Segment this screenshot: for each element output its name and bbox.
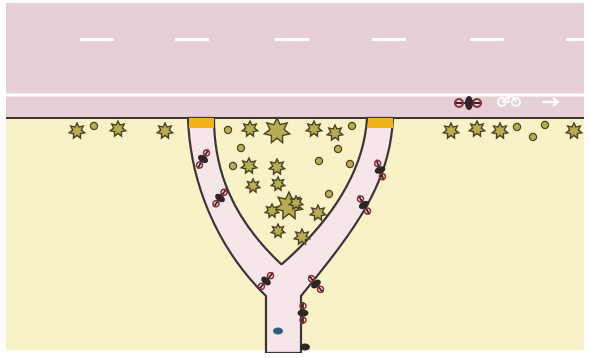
lane-dash <box>175 38 209 41</box>
small-shrub-icon <box>529 133 536 140</box>
road-cyclist <box>454 96 482 110</box>
lane-dash <box>470 38 504 41</box>
curb-marker-left <box>189 118 214 128</box>
lane-dash <box>566 38 590 41</box>
small-shrub-icon <box>229 162 236 169</box>
small-shrub-icon <box>513 123 520 130</box>
small-shrub-icon <box>346 160 353 167</box>
small-shrub-icon <box>348 122 355 129</box>
lane-dash <box>275 38 309 41</box>
lane-dash <box>372 38 406 41</box>
small-shrub-icon <box>325 190 332 197</box>
small-shrub-icon <box>541 121 548 128</box>
small-shrub-icon <box>315 157 322 164</box>
small-shrub-icon <box>224 126 231 133</box>
cyclist-icon <box>300 344 310 351</box>
curb-marker-right <box>368 118 393 128</box>
lane-dash <box>80 38 114 41</box>
small-shrub-icon <box>90 122 97 129</box>
cyclist-icon <box>273 328 283 335</box>
small-shrub-icon <box>237 144 244 151</box>
small-shrub-icon <box>334 145 341 152</box>
